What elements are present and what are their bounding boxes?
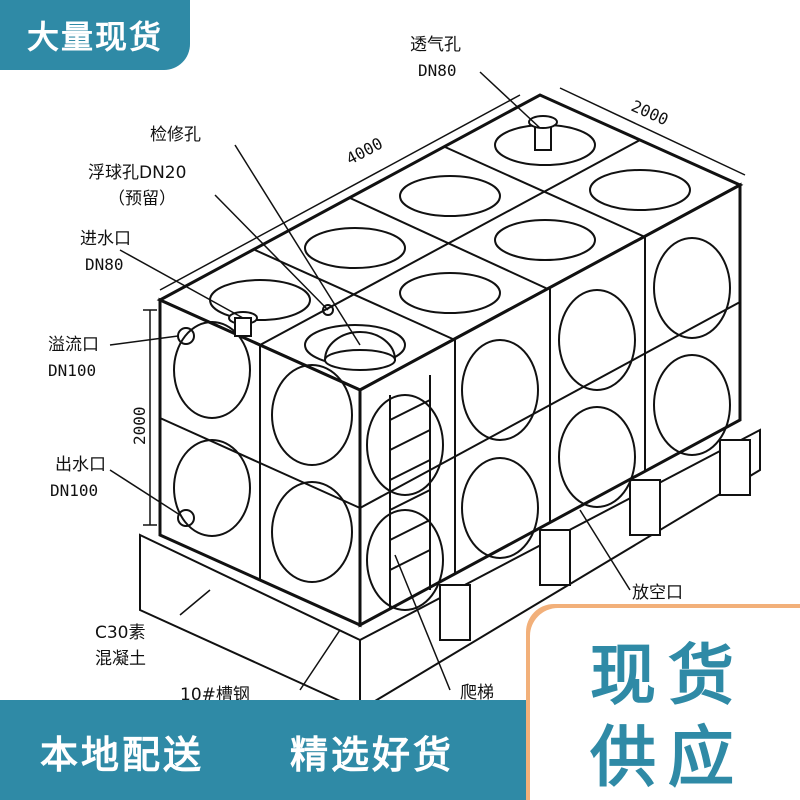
overflow-dn-label: DN100 (48, 361, 96, 380)
concrete-label-2: 混凝土 (95, 649, 146, 669)
selected-goods-text: 精选好货 (290, 733, 455, 777)
vent-label: 透气孔 (410, 35, 461, 55)
concrete-label-1: C30素 (95, 623, 146, 643)
inlet-dn-label: DN80 (85, 255, 124, 274)
vent-dn-label: DN80 (418, 61, 457, 80)
overflow-label: 溢流口 (48, 335, 99, 355)
drain-label: 放空口 (632, 583, 683, 603)
ladder-label: 爬梯 (460, 683, 494, 703)
corner-line-1: 现货 (590, 637, 746, 714)
manhole-label: 检修孔 (150, 125, 201, 145)
corner-line-2: 供应 (590, 719, 746, 796)
float-hole-note: （预留） (108, 189, 176, 209)
dimension-4000: 4000 (343, 134, 386, 169)
float-hole-label: 浮球孔DN20 (88, 163, 186, 183)
dimension-2000-left: 2000 (130, 406, 149, 445)
local-delivery-text: 本地配送 (40, 733, 205, 777)
outlet-dn-label: DN100 (50, 481, 98, 500)
stock-badge-text: 大量现货 (26, 18, 163, 56)
dimension-2000-top: 2000 (628, 96, 671, 129)
in-stock-corner-box: 现货 供应 (530, 608, 800, 800)
stock-badge: 大量现货 (0, 0, 190, 70)
inlet-label: 进水口 (80, 229, 131, 249)
outlet-label: 出水口 (55, 455, 106, 475)
